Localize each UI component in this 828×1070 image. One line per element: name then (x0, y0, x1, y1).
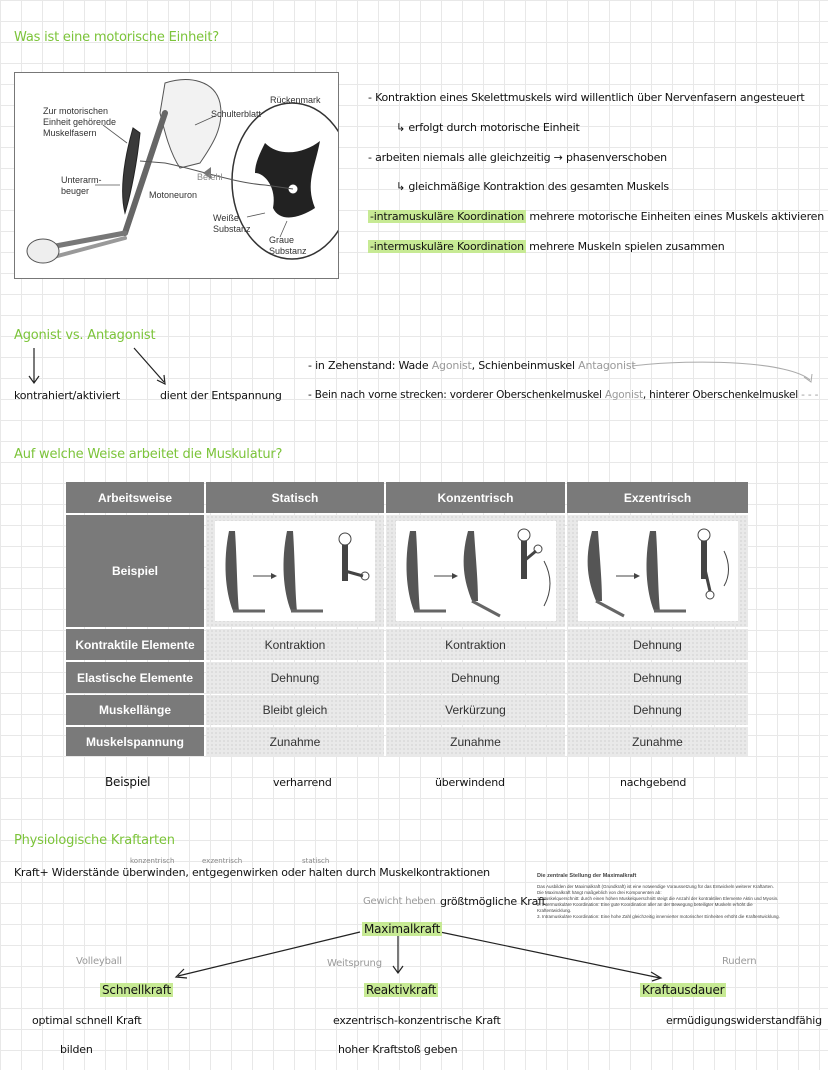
table-cell: Dehnung (567, 629, 748, 660)
label-motoneuron: Motoneuron (149, 190, 198, 200)
beispiel-konzentrisch: überwindend (435, 776, 505, 789)
reaktivkraft-desc: exzentrisch-konzentrische Kraft (333, 1014, 501, 1027)
sup-exzentrisch: exzentrisch (202, 857, 243, 865)
article-line: 3. Intramuskuläre Koordination: Eine hoh… (537, 914, 780, 919)
example-cell-statisch (206, 515, 384, 627)
arm-diagram-statisch (215, 521, 375, 621)
table-cell: Dehnung (567, 695, 748, 725)
note-intramuskulaer: -intramuskuläre Koordination mehrere mot… (368, 210, 825, 223)
section-heading-kraftarten: Physiologische Kraftarten (14, 833, 175, 848)
table-cell: Zunahme (567, 727, 748, 756)
example-bein-strecken: - Bein nach vorne strecken: vorderer Obe… (308, 389, 819, 401)
table-cell: Verkürzung (386, 695, 565, 725)
arm-diagram-exzentrisch (577, 521, 738, 621)
gewicht-heben: Gewicht heben (363, 896, 436, 907)
arm-diagram-konzentrisch (395, 521, 556, 621)
sup-statisch: statisch (302, 857, 330, 865)
table-cell: Dehnung (567, 662, 748, 693)
label-schulterblatt: Schulterblatt (211, 109, 262, 119)
note-erfolgt: ↳ erfolgt durch motorische Einheit (396, 121, 580, 134)
example-zehenstand: - in Zehenstand: Wade Agonist, Schienbei… (308, 359, 636, 372)
table-cell: Dehnung (206, 662, 384, 693)
return-arrow-icon: ↳ (396, 121, 406, 134)
table-row-label: Kontraktile Elemente (66, 629, 204, 660)
example-cell-konzentrisch (386, 515, 565, 627)
table-cell: Zunahme (206, 727, 384, 756)
groesstmoegliche-kraft: größtmögliche Kraft (440, 895, 546, 908)
table-cell: Kontraktion (386, 629, 565, 660)
table-header-statisch: Statisch (206, 482, 384, 513)
table-header-konzentrisch: Konzentrisch (386, 482, 565, 513)
beispiel-statisch: verharrend (273, 776, 332, 789)
table-header-exzentrisch: Exzentrisch (567, 482, 748, 513)
motor-unit-figure: Zur motorischen Einheit gehörende Muskel… (14, 72, 339, 279)
note-gleichmaessig: ↳ gleichmäßige Kontraktion des gesamten … (396, 180, 669, 193)
agonist-label: kontrahiert/aktiviert (14, 389, 121, 402)
maximalkraft-node: Maximalkraft (362, 922, 443, 936)
table-row-label: Muskelspannung (66, 727, 204, 756)
agonist-arrows (28, 347, 813, 386)
rudern-example: Rudern (722, 956, 757, 967)
article-line: Die Maximalkraft hängt maßgeblich von dr… (537, 890, 662, 895)
table-cell: Dehnung (386, 662, 565, 693)
table-cell: Kontraktion (206, 629, 384, 660)
section-heading-motorische-einheit: Was ist eine motorische Einheit? (14, 30, 219, 45)
kraftarten-arrows (174, 931, 663, 982)
table-header-arbeitsweise: Arbeitsweise (66, 482, 204, 513)
article-line: 2. Intermuskuläre Koordination: Eine gut… (537, 902, 753, 913)
section-heading-muskulatur: Auf welche Weise arbeitet die Muskulatur… (14, 447, 283, 462)
antagonist-label: dient der Entspannung (160, 389, 282, 402)
table-cell: Bleibt gleich (206, 695, 384, 725)
label-befehl: Befehl (197, 172, 223, 182)
return-arrow-icon: ↳ (396, 180, 406, 193)
reaktivkraft-desc-2: hoher Kraftstoß geben (338, 1043, 458, 1056)
label-muskelfasern: Zur motorischen Einheit gehörende Muskel… (43, 106, 117, 138)
schnellkraft-desc: optimal schnell Kraft (32, 1014, 142, 1027)
schnellkraft-desc-2: bilden (60, 1043, 93, 1056)
sup-konzentrisch: konzentrisch (130, 857, 175, 865)
kraft-definition: Kraft+ Widerstände überwinden, entgegenw… (14, 866, 490, 879)
note-phasenverschoben: - arbeiten niemals alle gleichzeitig → p… (368, 151, 667, 164)
label-graue-substanz: Graue Substanz (269, 235, 307, 256)
schnellkraft-node: Schnellkraft (100, 983, 174, 997)
kraftausdauer-node: Kraftausdauer (640, 983, 727, 997)
beispiel-row-label: Beispiel (105, 775, 151, 789)
table-row-label: Muskellänge (66, 695, 204, 725)
article-line: Das Ausbilden der Maximalkraft (Grundkra… (537, 884, 774, 889)
section-heading-agonist: Agonist vs. Antagonist (14, 328, 156, 343)
example-cell-exzentrisch (567, 515, 748, 627)
weitsprung-example: Weitsprung (327, 958, 382, 969)
table-row-label: Elastische Elemente (66, 662, 204, 693)
table-cell: Zunahme (386, 727, 565, 756)
note-intermuskulaer: -intermuskuläre Koordination mehrere Mus… (368, 240, 725, 253)
note-kontraktion: - Kontraktion eines Skelettmuskels wird … (368, 91, 805, 104)
label-weisse-substanz: Weiße Substanz (213, 213, 251, 234)
article-line: 1. Muskelquerschnitt: durch einen hohen … (537, 896, 779, 901)
label-rueckenmark: Rückenmark (270, 95, 321, 105)
kraftausdauer-desc: ermüdigungswiderstandfähig (666, 1014, 822, 1027)
motor-unit-illustration (26, 79, 338, 264)
table-row-label-beispiel: Beispiel (66, 515, 204, 627)
reaktivkraft-node: Reaktivkraft (364, 983, 439, 997)
arbeitsweise-table: Arbeitsweise Statisch Konzentrisch Exzen… (66, 482, 748, 756)
volleyball-example: Volleyball (76, 956, 122, 967)
article-title: Die zentrale Stellung der Maximalkraft (537, 873, 637, 879)
maximalkraft-article-snippet: Die zentrale Stellung der Maximalkraft D… (537, 873, 787, 920)
label-unterarmbeuger: Unterarm- beuger (61, 175, 102, 196)
beispiel-exzentrisch: nachgebend (620, 776, 687, 789)
